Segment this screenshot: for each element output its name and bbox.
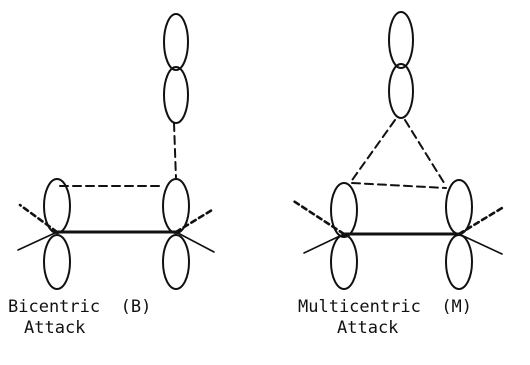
left-carbon-lower-lobe (330, 234, 358, 290)
bicentric-panel (17, 13, 215, 290)
left-carbon-lower-lobe (43, 234, 71, 290)
right-substituent-upper (457, 206, 504, 236)
partial-bond-right-diagonal (404, 119, 447, 187)
bicentric-caption-line1: Bicentric (B) (8, 297, 151, 317)
right-carbon-lower-lobe (445, 234, 473, 290)
left-substituent-upper (18, 203, 59, 234)
incoming-orbital-lower-lobe (388, 63, 414, 119)
incoming-orbital-upper-lobe (163, 13, 189, 71)
bicentric-code: (B) (120, 297, 152, 317)
partial-bond-vertical (173, 122, 177, 180)
bicentric-title: Bicentric (8, 297, 101, 317)
right-carbon-upper-lobe (162, 178, 190, 234)
right-substituent-lower (175, 231, 215, 253)
multicentric-title: Multicentric (298, 297, 421, 317)
incoming-orbital-lower-lobe (163, 66, 189, 124)
incoming-orbital-upper-lobe (388, 11, 414, 69)
multicentric-caption-line1: Multicentric (M) (298, 297, 472, 317)
right-substituent-lower (458, 233, 503, 255)
partial-bond-left-diagonal (349, 119, 396, 184)
left-substituent-upper (290, 198, 346, 236)
left-substituent-lower (303, 233, 345, 254)
left-substituent-lower (17, 231, 58, 251)
bicentric-caption-line2: Attack (24, 318, 86, 338)
multicentric-code: (M) (441, 297, 473, 317)
right-carbon-lower-lobe (162, 234, 190, 290)
left-carbon-upper-lobe (330, 182, 358, 238)
multicentric-caption-line2: Attack (337, 318, 399, 338)
right-carbon-upper-lobe (445, 179, 473, 235)
multicentric-panel (290, 11, 504, 290)
partial-bond-horizontal (351, 182, 447, 189)
right-substituent-upper (174, 208, 214, 234)
